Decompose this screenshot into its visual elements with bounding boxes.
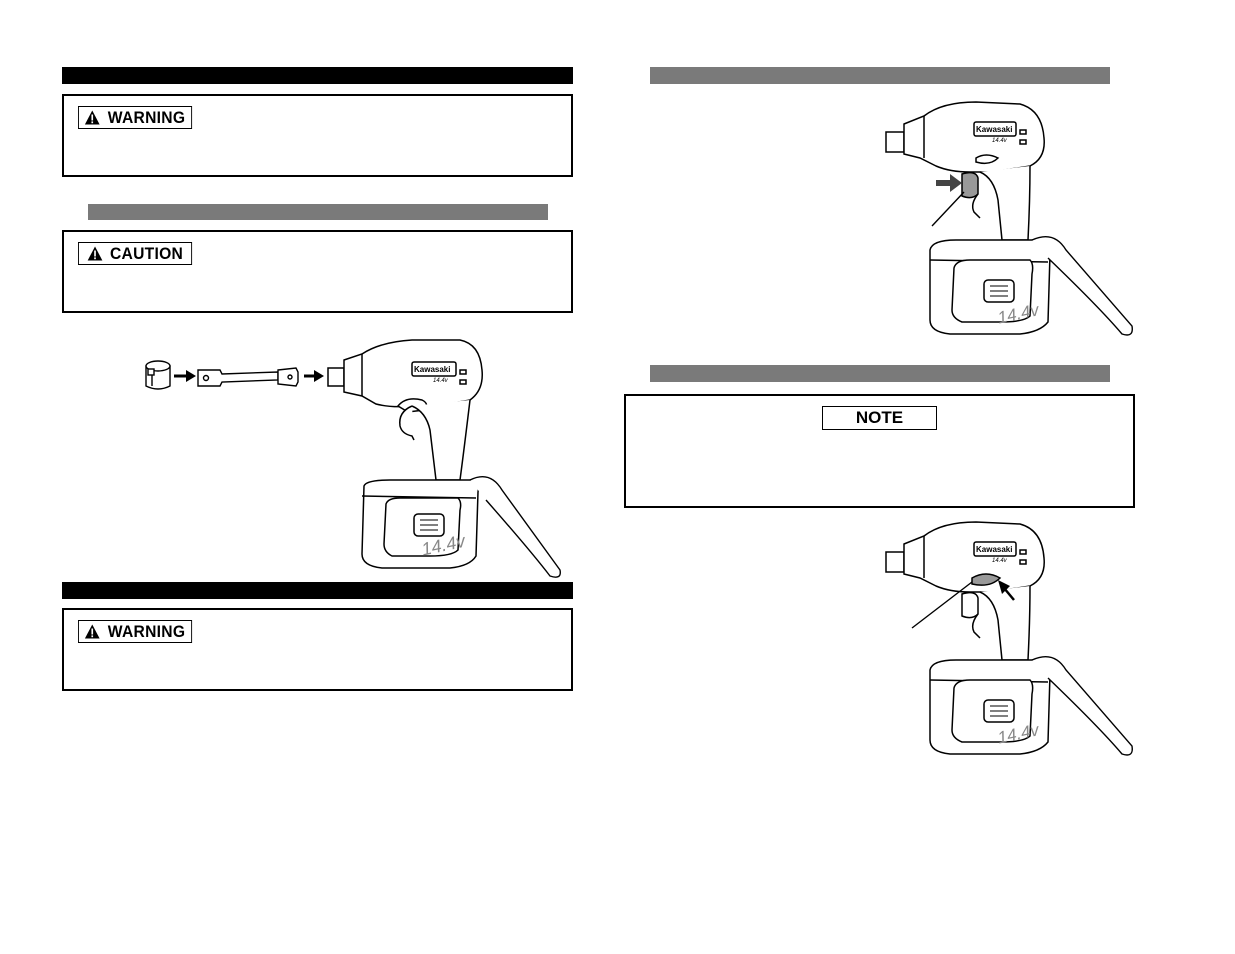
voltage-label-small: 14.4v xyxy=(433,378,449,384)
warning-triangle-icon xyxy=(85,624,100,639)
note-box: NOTE xyxy=(624,394,1135,508)
arrow-icon xyxy=(174,370,196,382)
warning-triangle-icon xyxy=(87,246,103,261)
socket-drawing xyxy=(145,360,171,390)
brand-label: Kawasaki xyxy=(414,365,450,374)
section-header-bar-5 xyxy=(650,365,1110,382)
voltage-label-small: 14.4v xyxy=(992,558,1008,564)
note-label-text: NOTE xyxy=(855,408,904,427)
direction-lever xyxy=(971,573,1002,586)
caution-label-text: CAUTION xyxy=(109,243,184,263)
forward-reverse-switch-illustration: Kawasaki 14.4v 14.4v xyxy=(885,101,1133,336)
socket-extension-assembly-illustration: Kawasaki 14.4v 14.4v xyxy=(145,339,561,578)
section-header-bar-4 xyxy=(650,67,1110,84)
callout-leader-line xyxy=(911,581,973,629)
lever-arrow-icon xyxy=(998,580,1015,601)
warning-label-text-2: WARNING xyxy=(107,621,186,641)
warning-label-1: WARNING xyxy=(78,106,193,129)
warning-box-1: WARNING xyxy=(62,94,573,177)
brand-label: Kawasaki xyxy=(976,545,1012,554)
section-header-bar-3 xyxy=(62,582,573,599)
callout-leader-line xyxy=(931,191,965,227)
section-header-bar-1 xyxy=(62,67,573,84)
section-header-bar-2 xyxy=(88,204,548,220)
arrow-icon xyxy=(304,370,324,382)
direction-lever-illustration: Kawasaki 14.4v 14.4v xyxy=(885,521,1133,756)
brand-label: Kawasaki xyxy=(976,125,1012,134)
warning-label-2: WARNING xyxy=(78,620,193,643)
caution-box: CAUTION xyxy=(62,230,573,313)
caution-label: CAUTION xyxy=(78,242,193,265)
wrist-strap-drawing xyxy=(1031,236,1133,336)
voltage-label-small: 14.4v xyxy=(992,138,1008,144)
warning-label-text-1: WARNING xyxy=(107,107,186,127)
warning-box-2: WARNING xyxy=(62,608,573,691)
extension-bar-drawing xyxy=(197,367,299,387)
wrist-strap-drawing xyxy=(469,476,561,578)
impact-driver-drawing: Kawasaki 14.4v 14.4v xyxy=(327,339,483,569)
push-arrow-icon xyxy=(936,174,962,192)
note-label: NOTE xyxy=(822,406,937,430)
warning-triangle-icon xyxy=(85,110,100,125)
trigger-switch xyxy=(961,171,979,199)
wrist-strap-drawing xyxy=(1031,656,1133,756)
